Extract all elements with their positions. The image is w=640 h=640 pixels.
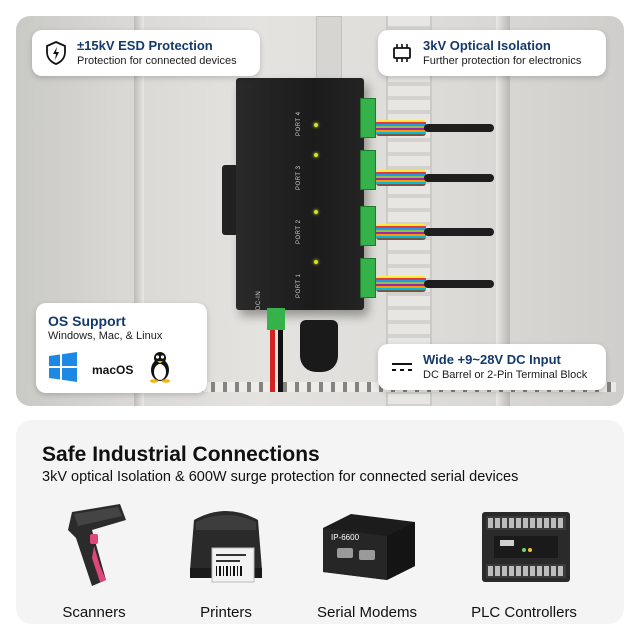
product-serial-modems: IP-6600 Serial Modems: [297, 500, 437, 621]
dc-symbol-icon: [390, 355, 414, 379]
power-label: DC-IN: [256, 290, 262, 310]
wire-bundle-3: [376, 170, 426, 186]
optocoupler-icon: [390, 41, 414, 65]
port-label-2: PORT 2: [296, 219, 302, 244]
terminal-block-2: [360, 206, 376, 246]
shield-bolt-icon: [44, 41, 68, 65]
terminal-block-4: [360, 98, 376, 138]
wire-bundle-4: [376, 120, 426, 136]
industrial-connections-card: Safe Industrial Connections 3kV optical …: [16, 420, 624, 624]
product-label-serial-modems: Serial Modems: [316, 604, 418, 621]
black-power-wire: [278, 330, 283, 392]
port2-led: [314, 210, 318, 214]
port4-led2: [314, 153, 318, 157]
windows-icon: [48, 352, 78, 387]
terminal-block-1: [360, 258, 376, 298]
mounting-flange: [222, 165, 238, 235]
optical-subtitle: Further protection for electronics: [423, 55, 582, 67]
os-title: OS Support: [48, 313, 126, 329]
product-label-plc-controllers: PLC Controllers: [471, 604, 577, 621]
esd-subtitle: Protection for connected devices: [77, 55, 237, 67]
dc-subtitle: DC Barrel or 2-Pin Terminal Block: [423, 369, 588, 381]
port-label-1: PORT 1: [296, 273, 302, 298]
macos-label: macOS: [92, 362, 134, 377]
wire-bundle-1: [376, 276, 426, 292]
port-label-3: PORT 3: [296, 165, 302, 190]
serial-cable-4: [424, 124, 494, 132]
label-printer-icon: [166, 500, 286, 590]
product-printers: Printers: [156, 500, 296, 621]
red-power-wire: [270, 330, 275, 392]
product-plc-controllers: PLC Controllers: [454, 500, 594, 621]
esd-title: ±15kV ESD Protection: [77, 38, 213, 53]
cabinet-edge-left: [134, 16, 144, 406]
product-label-printers: Printers: [200, 604, 252, 621]
dc-barrel-plug: [300, 320, 338, 372]
os-logos: macOS: [48, 351, 173, 388]
section-subtitle: 3kV optical Isolation & 600W surge prote…: [42, 469, 519, 485]
serial-modem-icon: IP-6600: [307, 500, 427, 590]
product-label-scanners: Scanners: [62, 604, 126, 621]
callout-dc-input: Wide +9~28V DC Input DC Barrel or 2-Pin …: [378, 344, 606, 390]
port1-led: [314, 260, 318, 264]
dc-title: Wide +9~28V DC Input: [423, 352, 561, 367]
port4-led: [314, 123, 318, 127]
dc-terminal-connector: [267, 308, 285, 330]
cable-duct: [316, 16, 342, 86]
serial-cable-1: [424, 280, 494, 288]
serial-hub-device: PORT 4 PORT 3 PORT 2 PORT 1 DC-IN: [236, 78, 364, 310]
cabinet-edge-right: [496, 16, 510, 406]
serial-cable-2: [424, 228, 494, 236]
port-label-4: PORT 4: [296, 111, 302, 136]
modem-model-text: IP-6600: [331, 533, 360, 542]
callout-esd-protection: ±15kV ESD Protection Protection for conn…: [32, 30, 260, 76]
optical-title: 3kV Optical Isolation: [423, 38, 551, 53]
linux-tux-icon: [147, 351, 173, 388]
os-subtitle: Windows, Mac, & Linux: [48, 330, 163, 342]
section-title: Safe Industrial Connections: [42, 443, 320, 466]
terminal-block-3: [360, 150, 376, 190]
wire-bundle-2: [376, 224, 426, 240]
serial-cable-3: [424, 174, 494, 182]
barcode-scanner-icon: [34, 500, 154, 590]
callout-os-support: OS Support Windows, Mac, & Linux macOS: [36, 303, 207, 393]
plc-controller-icon: [464, 500, 584, 590]
product-scanners: Scanners: [24, 500, 164, 621]
din-rail: [386, 16, 432, 406]
callout-optical-isolation: 3kV Optical Isolation Further protection…: [378, 30, 606, 76]
